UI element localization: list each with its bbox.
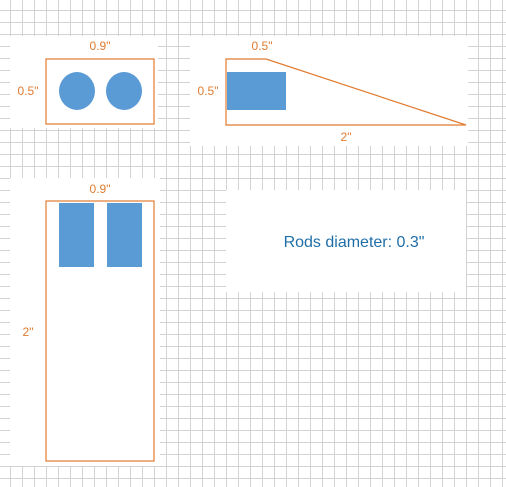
front-view: 0.9" 2" [23, 182, 155, 462]
top-view-height-label: 0.5" [18, 84, 39, 98]
front-view-outline [45, 200, 155, 462]
note-panel [226, 190, 466, 292]
side-view-wedge-outline [225, 58, 467, 126]
front-view-rod-right [107, 203, 142, 267]
rod-circle-right [106, 72, 142, 110]
side-view-top-label: 0.5" [252, 39, 273, 53]
front-view-height-label: 2" [23, 325, 34, 339]
rod-circle-left [59, 72, 95, 110]
side-view-height-label: 0.5" [198, 84, 219, 98]
top-view-outline [45, 58, 155, 125]
side-view: 0.5" 0.5" 2" [198, 39, 467, 144]
top-view: 0.9" 0.5" [18, 39, 155, 125]
front-view-width-label: 0.9" [90, 182, 111, 196]
front-view-rod-left [59, 203, 94, 267]
rods-diameter-note: Rods diameter: 0.3" [284, 234, 425, 251]
top-view-width-label: 0.9" [90, 39, 111, 53]
side-view-bottom-label: 2" [341, 130, 352, 144]
side-view-rod [227, 72, 286, 110]
